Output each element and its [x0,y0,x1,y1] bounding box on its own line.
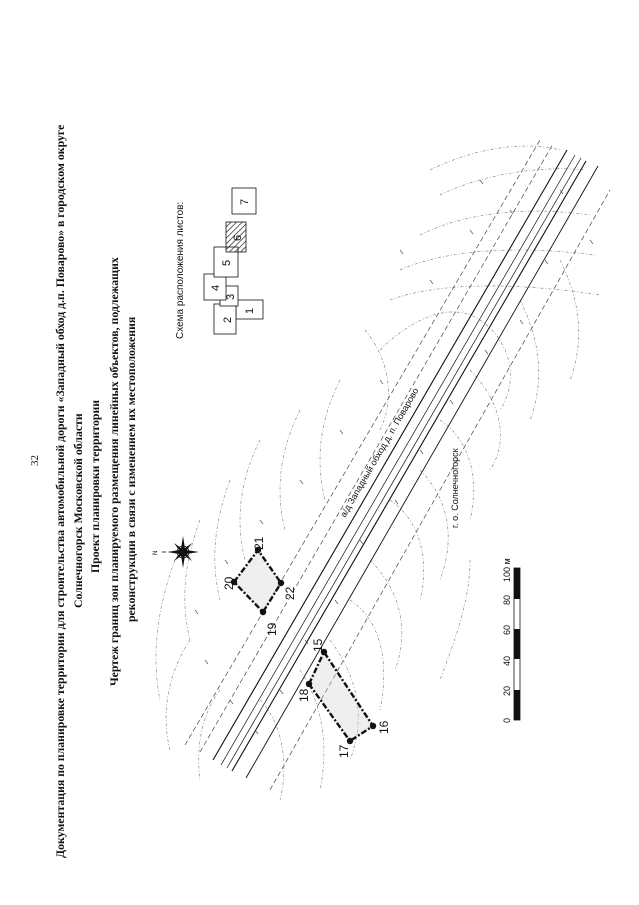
scale-bar-ticks: 0 20 40 60 80 100 м [502,558,512,723]
sheet-label-5: 5 [221,260,233,266]
scale-bar [513,567,521,721]
utility-lines [184,139,611,791]
point-label-19: 19 [265,622,279,636]
sheet-7 [231,187,257,215]
survey-marks [194,179,594,735]
terrain-contours [155,145,601,801]
scale-tick-100: 100 м [502,558,512,582]
point-label-21: 21 [252,536,266,550]
sheet-layout-scheme [203,187,264,335]
point-label-22: 22 [283,586,297,600]
point-label-15: 15 [311,638,325,652]
sheet-label-2: 2 [222,317,234,323]
sheet-labels: 1 2 3 4 5 6 7 [210,199,256,323]
sheet-label-6: 6 [232,235,244,241]
road-label: а/д Западный обход д. п. Поварово [338,386,420,519]
point-label-18: 18 [297,688,311,702]
sheet-label-4: 4 [210,285,222,291]
boundary-zone-north [230,546,285,616]
svg-text:N: N [153,551,159,555]
scale-tick-0: 0 [502,718,512,723]
scale-tick-60: 60 [502,625,512,635]
point-label-20: 20 [222,576,236,590]
sheet-label-3: 3 [225,294,237,300]
scale-tick-80: 80 [502,595,512,605]
point-labels: 20 21 22 19 15 18 16 17 [222,536,391,758]
point-label-16: 16 [377,720,391,734]
north-compass-icon: N [153,536,199,568]
road-corridor [212,149,599,779]
point-label-17: 17 [337,744,351,758]
district-label: г. о. Солнечногорск [450,448,460,528]
sheet-label-7: 7 [239,199,251,205]
boundary-zone-south [305,648,377,745]
scale-tick-40: 40 [502,656,512,666]
sheet-6 [225,221,247,253]
scale-tick-20: 20 [502,686,512,696]
sheet-label-1: 1 [244,308,256,314]
